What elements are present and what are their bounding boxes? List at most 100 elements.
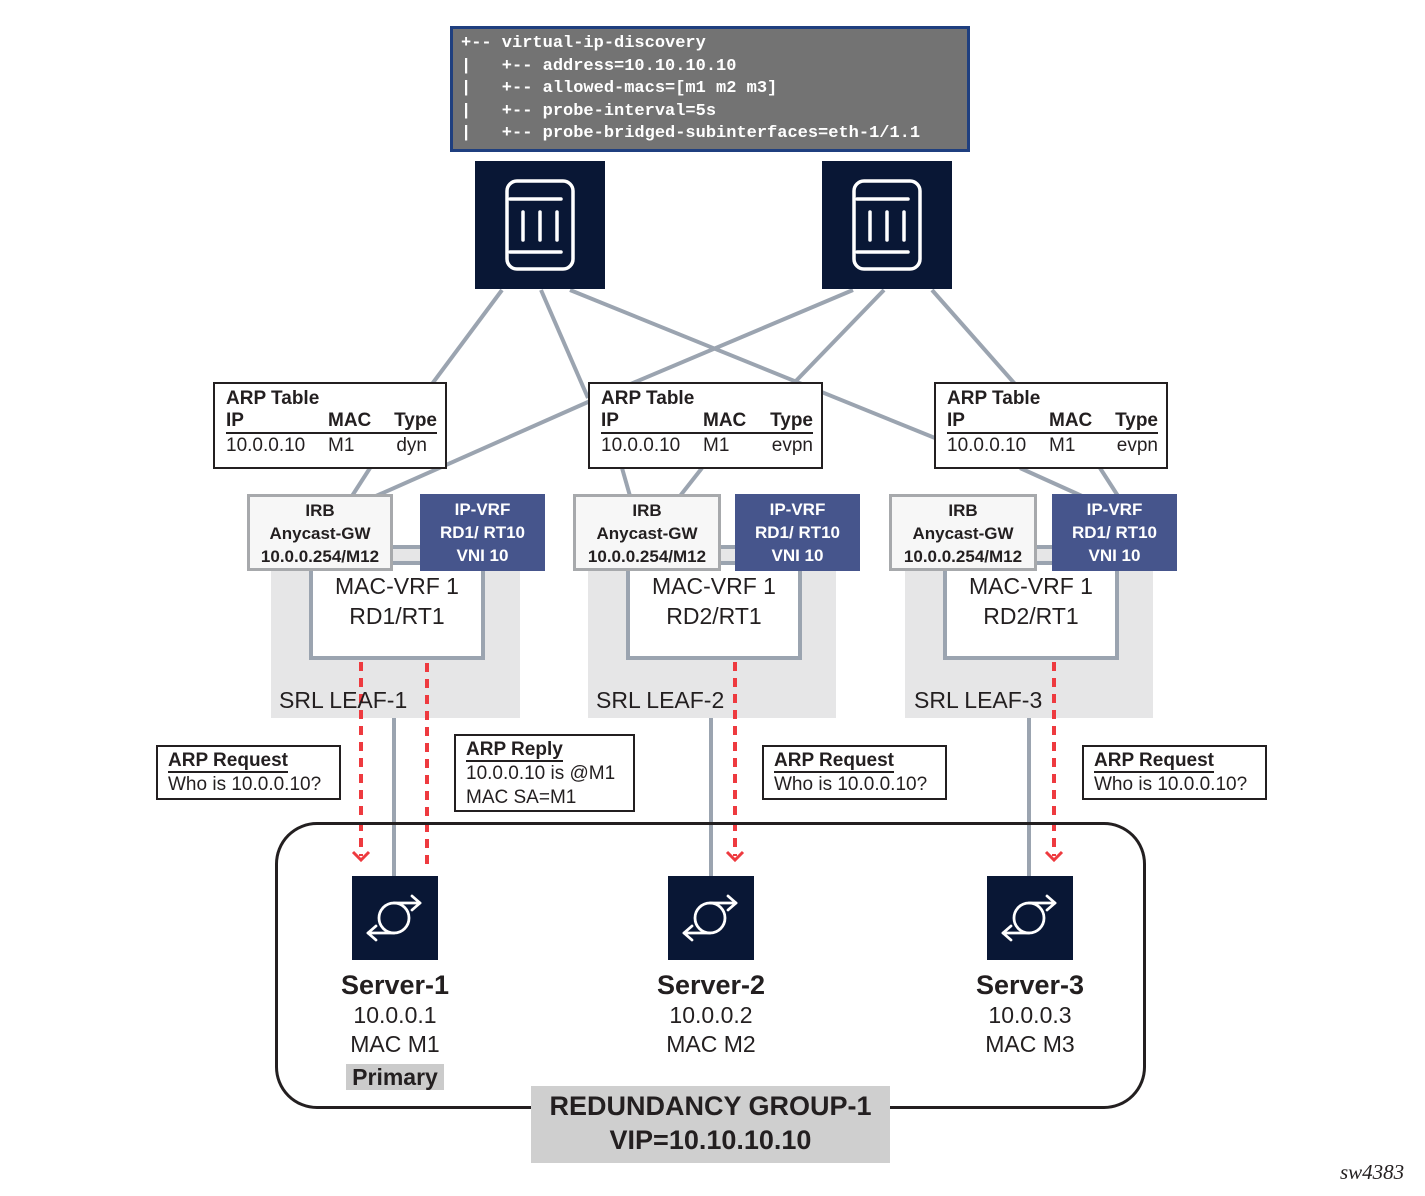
arp-table-header: IP MAC Type xyxy=(947,410,1158,434)
message-line: Who is 10.0.0.10? xyxy=(774,774,928,795)
irb-address: 10.0.0.254/M12 xyxy=(903,547,1023,566)
cell-ip: 10.0.0.10 xyxy=(601,435,681,456)
arp-table-title: ARP Table xyxy=(947,388,1041,409)
spine-1 xyxy=(475,161,605,289)
redundancy-group-name: REDUNDANCY GROUP-1 xyxy=(549,1091,872,1121)
arrowhead-down-2 xyxy=(725,850,745,863)
irb-title: IRB xyxy=(948,501,978,520)
message-line: 10.0.0.10 is @M1 xyxy=(466,763,616,784)
server-mac: MAC M1 xyxy=(350,1031,440,1057)
header-type: Type xyxy=(394,410,437,431)
server-3-info: Server-3 10.0.0.3 MAC M3 xyxy=(930,969,1130,1059)
arp-table-leaf-2: ARP Table IP MAC Type 10.0.0.10 M1 evpn xyxy=(588,382,823,469)
primary-badge: Primary xyxy=(346,1064,444,1090)
cell-mac: M1 xyxy=(1049,435,1076,456)
spine-2 xyxy=(822,161,952,289)
config-line: | +-- probe-bridged-subinterfaces=eth-1/… xyxy=(461,124,921,143)
redundancy-group-label: REDUNDANCY GROUP-1 VIP=10.10.10.10 xyxy=(531,1086,890,1163)
message-title: ARP Request xyxy=(168,750,289,773)
header-mac: MAC xyxy=(1049,410,1093,431)
cell-mac: M1 xyxy=(703,435,730,456)
link-arp2-irb-a xyxy=(620,467,632,497)
server-ip: 10.0.0.1 xyxy=(353,1002,437,1028)
message-line: MAC SA=M1 xyxy=(466,787,577,808)
arrowhead-down-1 xyxy=(351,850,371,863)
server-icon xyxy=(1001,894,1057,942)
link-spine1-leaf2 xyxy=(539,289,590,399)
link-spine1-leaf3 xyxy=(569,288,936,440)
arp-table-row: 10.0.0.10 M1 evpn xyxy=(601,434,813,458)
mac-vrf-rd-rt: RD1/RT1 xyxy=(349,603,445,629)
link-arp3-ipvrf-a xyxy=(1019,466,1083,498)
cell-ip: 10.0.0.10 xyxy=(947,435,1027,456)
irb-title: IRB xyxy=(305,501,335,520)
server-1 xyxy=(352,876,438,960)
arp-table-title: ARP Table xyxy=(601,388,695,409)
link-spine1-leaf1 xyxy=(430,288,504,386)
ip-vrf-title: IP-VRF xyxy=(1086,500,1143,519)
header-ip: IP xyxy=(601,410,619,431)
irb-address: 10.0.0.254/M12 xyxy=(587,547,707,566)
server-mac: MAC M3 xyxy=(985,1031,1075,1057)
message-title: ARP Request xyxy=(1094,750,1215,773)
server-name: Server-1 xyxy=(340,970,450,1000)
server-3 xyxy=(987,876,1073,960)
ip-vrf-vni: VNI 10 xyxy=(771,546,824,565)
server-icon xyxy=(366,894,422,942)
server-1-info: Server-1 10.0.0.1 MAC M1 Primary xyxy=(295,969,495,1092)
irb-leaf-3: IRB Anycast-GW 10.0.0.254/M12 xyxy=(889,494,1037,571)
irb-leaf-1: IRB Anycast-GW 10.0.0.254/M12 xyxy=(247,494,393,571)
link-arp2-irb-b xyxy=(678,466,704,498)
mac-vrf-rd-rt: RD2/RT1 xyxy=(666,603,762,629)
spine-switch-icon xyxy=(852,179,922,271)
ip-vrf-rd-rt: RD1/ RT10 xyxy=(1071,523,1158,542)
irb-anycast-gw: Anycast-GW xyxy=(912,524,1014,543)
config-line: | +-- allowed-macs=[m1 m2 m3] xyxy=(461,79,778,98)
ip-vrf-rd-rt: RD1/ RT10 xyxy=(754,523,841,542)
arp-table-header: IP MAC Type xyxy=(226,410,437,434)
ip-vrf-leaf-2: IP-VRF RD1/ RT10 VNI 10 xyxy=(735,494,860,571)
message-line: Who is 10.0.0.10? xyxy=(1094,774,1248,795)
leaf-2-label: SRL LEAF-2 xyxy=(596,687,725,713)
link-spine2-leaf2 xyxy=(791,288,886,386)
ip-vrf-vni: VNI 10 xyxy=(1088,546,1141,565)
irb-anycast-gw: Anycast-GW xyxy=(596,524,698,543)
cell-type: evpn xyxy=(771,435,813,456)
header-ip: IP xyxy=(947,410,965,431)
server-name: Server-3 xyxy=(975,970,1085,1000)
header-mac: MAC xyxy=(703,410,747,431)
server-2 xyxy=(668,876,754,960)
mac-vrf-name: MAC-VRF 1 xyxy=(335,573,459,599)
leaf-3-label: SRL LEAF-3 xyxy=(914,687,1043,713)
mac-vrf-leaf-2: MAC-VRF 1 RD2/RT1 xyxy=(626,561,802,660)
irb-title: IRB xyxy=(632,501,662,520)
arrowhead-down-3 xyxy=(1044,850,1064,863)
message-title: ARP Reply xyxy=(466,739,563,762)
redundancy-group-vip: VIP=10.10.10.10 xyxy=(609,1125,812,1155)
config-line: | +-- probe-interval=5s xyxy=(461,101,717,121)
cell-type: dyn xyxy=(396,435,427,456)
spine-switch-icon xyxy=(505,179,575,271)
arp-table-leaf-1: ARP Table IP MAC Type 10.0.0.10 M1 dyn xyxy=(213,382,447,469)
link-arp1-irb xyxy=(350,466,372,498)
arp-reply-box: ARP Reply 10.0.0.10 is @M1 MAC SA=M1 xyxy=(454,734,635,812)
message-title: ARP Request xyxy=(774,750,895,773)
ip-vrf-title: IP-VRF xyxy=(454,500,511,519)
server-ip: 10.0.0.3 xyxy=(988,1002,1072,1028)
server-name: Server-2 xyxy=(656,970,766,1000)
server-2-info: Server-2 10.0.0.2 MAC M2 xyxy=(611,969,811,1059)
ip-vrf-rd-rt: RD1/ RT10 xyxy=(439,523,526,542)
server-ip: 10.0.0.2 xyxy=(669,1002,753,1028)
ip-vrf-title: IP-VRF xyxy=(769,500,826,519)
link-arp3-ipvrf-b xyxy=(1098,466,1120,498)
mac-vrf-leaf-1: MAC-VRF 1 RD1/RT1 xyxy=(309,561,485,660)
config-line: +-- virtual-ip-discovery xyxy=(461,34,706,53)
ip-vrf-leaf-3: IP-VRF RD1/ RT10 VNI 10 xyxy=(1052,494,1177,571)
message-line: Who is 10.0.0.10? xyxy=(168,774,322,795)
irb-anycast-gw: Anycast-GW xyxy=(269,524,371,543)
irb-leaf-2: IRB Anycast-GW 10.0.0.254/M12 xyxy=(573,494,721,571)
server-mac: MAC M2 xyxy=(666,1031,756,1057)
header-mac: MAC xyxy=(328,410,372,431)
cell-type: evpn xyxy=(1116,435,1158,456)
irb-address: 10.0.0.254/M12 xyxy=(260,547,380,566)
